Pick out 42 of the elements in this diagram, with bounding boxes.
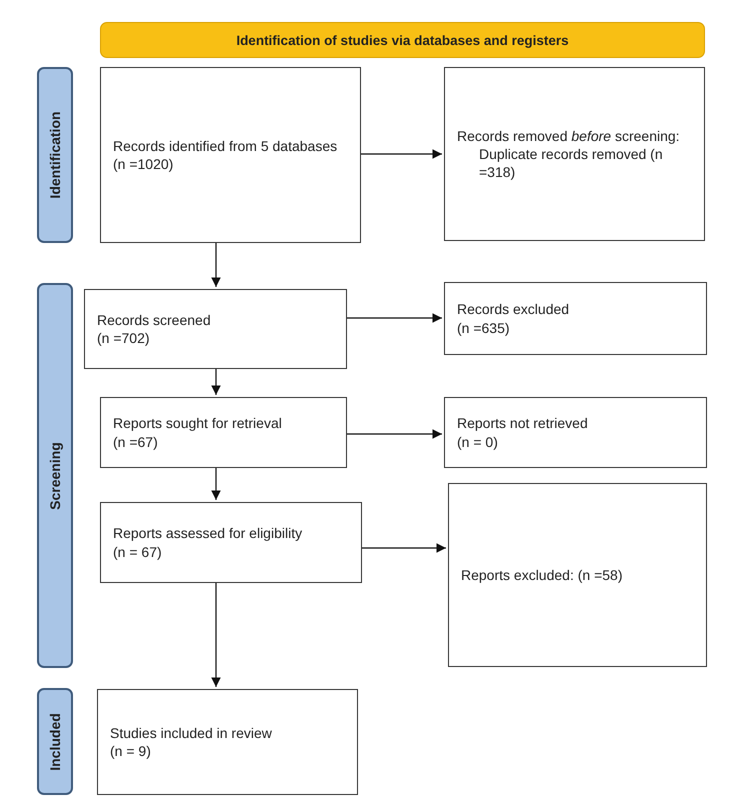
process-box [100, 397, 347, 468]
stage-band [37, 283, 73, 668]
box-text: Reports not retrieved [457, 414, 589, 432]
box-text: Records screened [97, 310, 212, 329]
process-box [100, 502, 362, 583]
heading-text: Identification of studies via databases and registers [236, 32, 569, 48]
count-text: Duplicate records removed (n =318) [479, 144, 664, 182]
box-text: Reports sought for retrieval [113, 414, 283, 432]
count-text: (n =635) [457, 318, 511, 337]
arrow [211, 369, 221, 395]
count-text: (n = 67) [113, 542, 163, 561]
count-text: (n =67) [113, 432, 159, 451]
arrow [211, 583, 221, 687]
box-text: Reports excluded: (n =58) [461, 566, 624, 584]
arrow [361, 149, 442, 159]
arrow [211, 243, 221, 287]
box-text: Records excluded [457, 300, 570, 318]
box-text: Studies included in review [110, 724, 273, 742]
stage-label: Screening [47, 442, 63, 510]
stage-band [37, 67, 73, 243]
arrow [347, 429, 442, 439]
box-text: Records removed before screening: [457, 126, 681, 145]
arrow [211, 468, 221, 500]
stage-label: Included [47, 712, 63, 770]
count-text: (n = 9) [110, 742, 152, 760]
box-text: Reports assessed for eligibility [113, 524, 304, 542]
count-text: (n = 0) [457, 432, 499, 451]
heading-bar [100, 22, 705, 58]
process-box [84, 289, 347, 369]
process-box [100, 67, 361, 243]
process-box [97, 689, 358, 795]
arrow [347, 313, 442, 323]
count-text: (n =702) [97, 329, 151, 348]
stage-band [37, 688, 73, 795]
process-box [448, 483, 707, 667]
box-text: Records identified from 5 databases [113, 136, 338, 155]
count-text: (n =1020) [113, 155, 174, 174]
process-box [444, 282, 707, 355]
stage-label: Identification [47, 111, 63, 199]
process-box [444, 67, 705, 241]
process-box [444, 397, 707, 468]
arrow [362, 543, 446, 553]
